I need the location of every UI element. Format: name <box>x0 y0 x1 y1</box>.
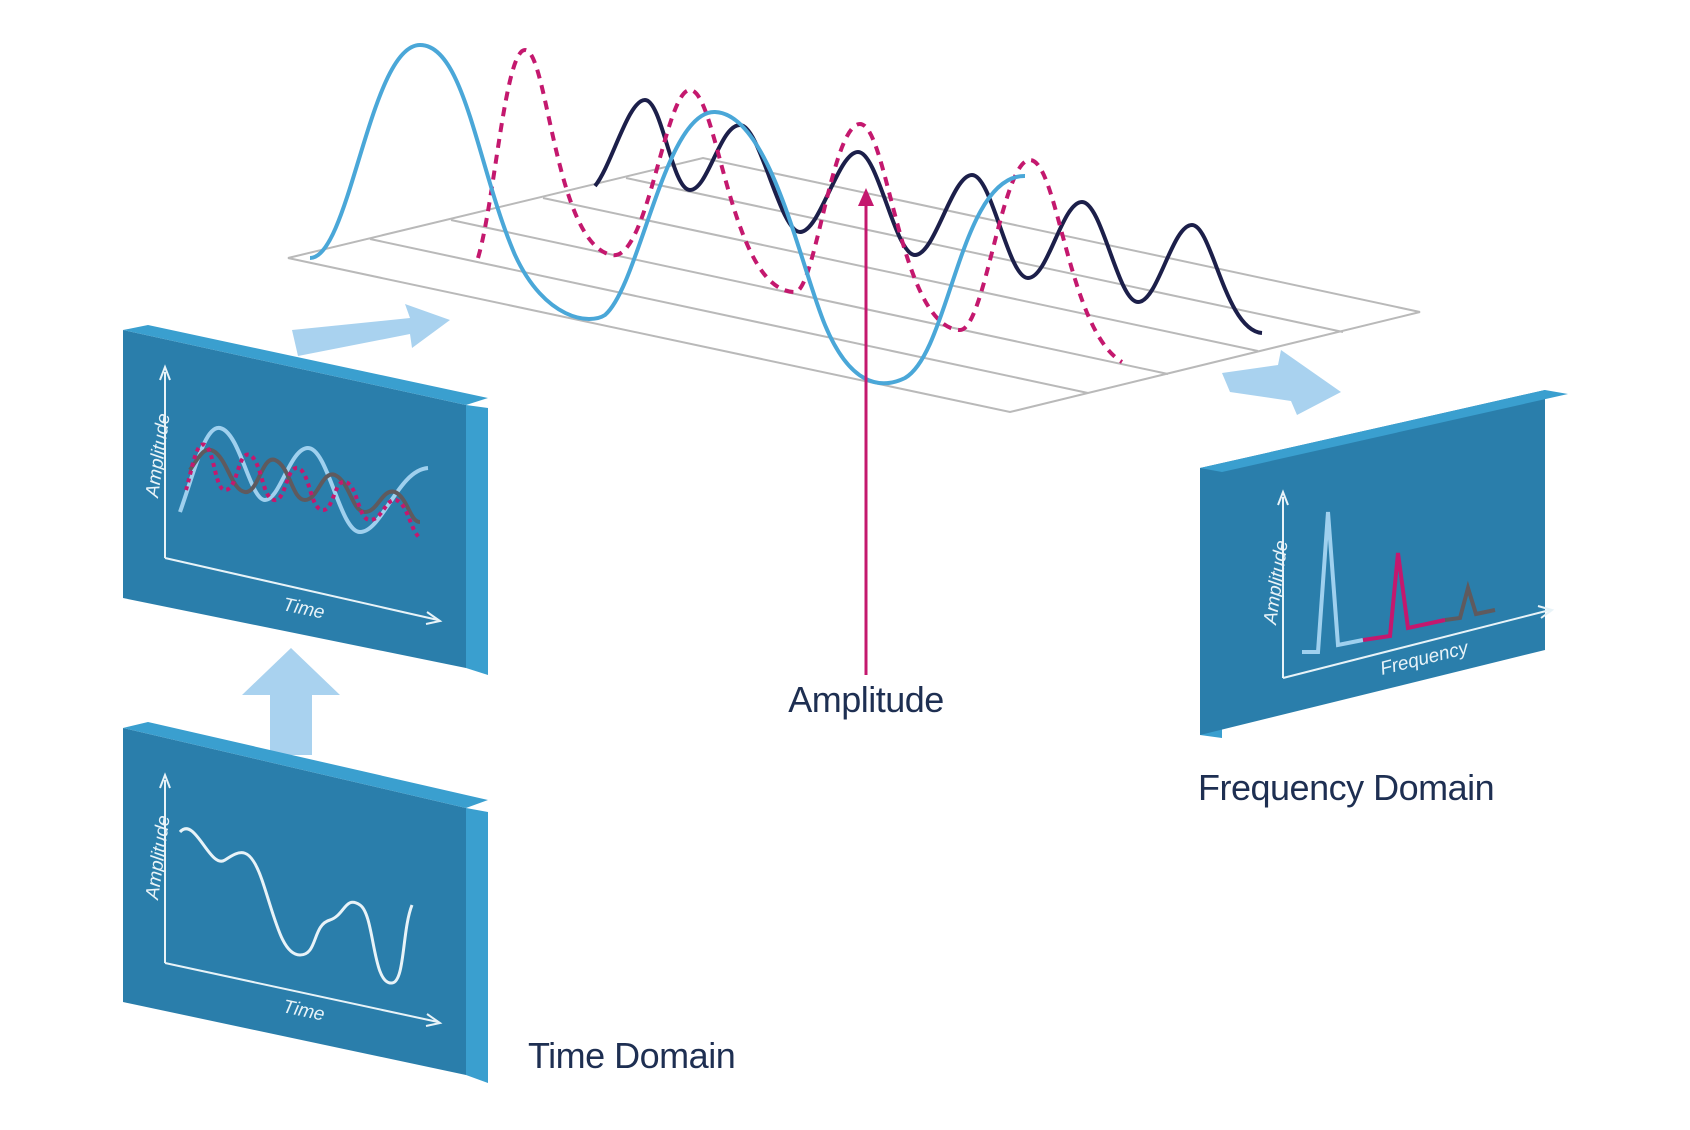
panel-axes <box>159 772 443 1027</box>
panel-front <box>123 330 466 668</box>
frequency-peak-high <box>1444 580 1496 622</box>
panel-side <box>466 405 488 675</box>
panel-axes <box>159 364 443 625</box>
time-domain-caption: Time Domain <box>528 1035 735 1076</box>
panel-axes <box>1277 489 1555 679</box>
panel-front <box>123 728 466 1075</box>
component-light-wave <box>178 425 429 535</box>
frequency-peak-low <box>1302 511 1364 654</box>
amplitude-caption: Amplitude <box>788 679 944 720</box>
panel-top <box>123 722 488 808</box>
frequency-peak-mid <box>1362 552 1446 642</box>
time-domain-signal-panel: Amplitude Time <box>123 722 488 1083</box>
amplitude-pointer <box>858 188 874 675</box>
panel-top <box>1200 390 1568 472</box>
navy-wave <box>593 97 1263 335</box>
component-dark-wave <box>188 447 421 524</box>
plane-outline <box>287 156 1421 414</box>
plane-grid-line <box>542 197 1259 352</box>
arrow-to-frequency <box>1222 350 1341 415</box>
plane-grid-line <box>369 238 1089 394</box>
panel-front <box>1200 390 1545 735</box>
plane-grid <box>287 156 1421 414</box>
summed-signal-wave <box>178 827 414 985</box>
plane-grid-line <box>625 177 1344 333</box>
plane-grid-line <box>450 219 1169 375</box>
up-arrow <box>242 648 340 755</box>
panel-top <box>123 325 488 405</box>
panel-side <box>466 808 488 1083</box>
magenta-dotted-wave <box>476 47 1124 364</box>
light-blue-wave <box>309 42 1026 386</box>
time-domain-components-panel: Amplitude Time <box>123 325 488 675</box>
flow-arrows <box>242 304 1341 755</box>
diagonal-arrow-to-plane <box>292 304 450 356</box>
frequency-domain-panel: Amplitude Frequency <box>1200 390 1568 738</box>
frequency-domain-caption: Frequency Domain <box>1198 767 1494 808</box>
